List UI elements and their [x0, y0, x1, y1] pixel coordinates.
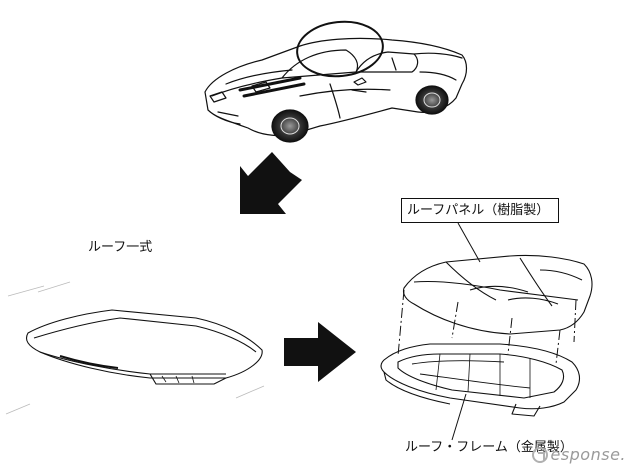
arrow-right-icon: [284, 322, 356, 382]
roof-frame-label: ルーフ・フレーム（金属製）: [405, 440, 573, 455]
response-watermark: esponse.: [532, 445, 626, 464]
watermark-text: esponse.: [550, 445, 626, 464]
arrow-down-left-icon: [240, 152, 302, 214]
frame-leader-line: [451, 393, 467, 441]
car-illustration: [204, 37, 468, 137]
roof-panel-drawing: [402, 254, 593, 335]
roof-assembly-drawing: [25, 309, 263, 385]
roof-highlight-circle: [296, 20, 384, 78]
roof-frame-drawing: [380, 343, 581, 417]
roof-panel-label: ルーフパネル（樹脂製）: [407, 203, 550, 218]
response-logo-icon: [532, 446, 549, 463]
roof-panel-label-box: [401, 198, 559, 223]
car-wheels: [271, 85, 449, 143]
panel-leader-line: [457, 222, 481, 263]
roof-assembly-label: ルーフ一式: [88, 240, 153, 255]
alignment-lines: [397, 289, 577, 365]
scan-noise: [5, 281, 265, 415]
